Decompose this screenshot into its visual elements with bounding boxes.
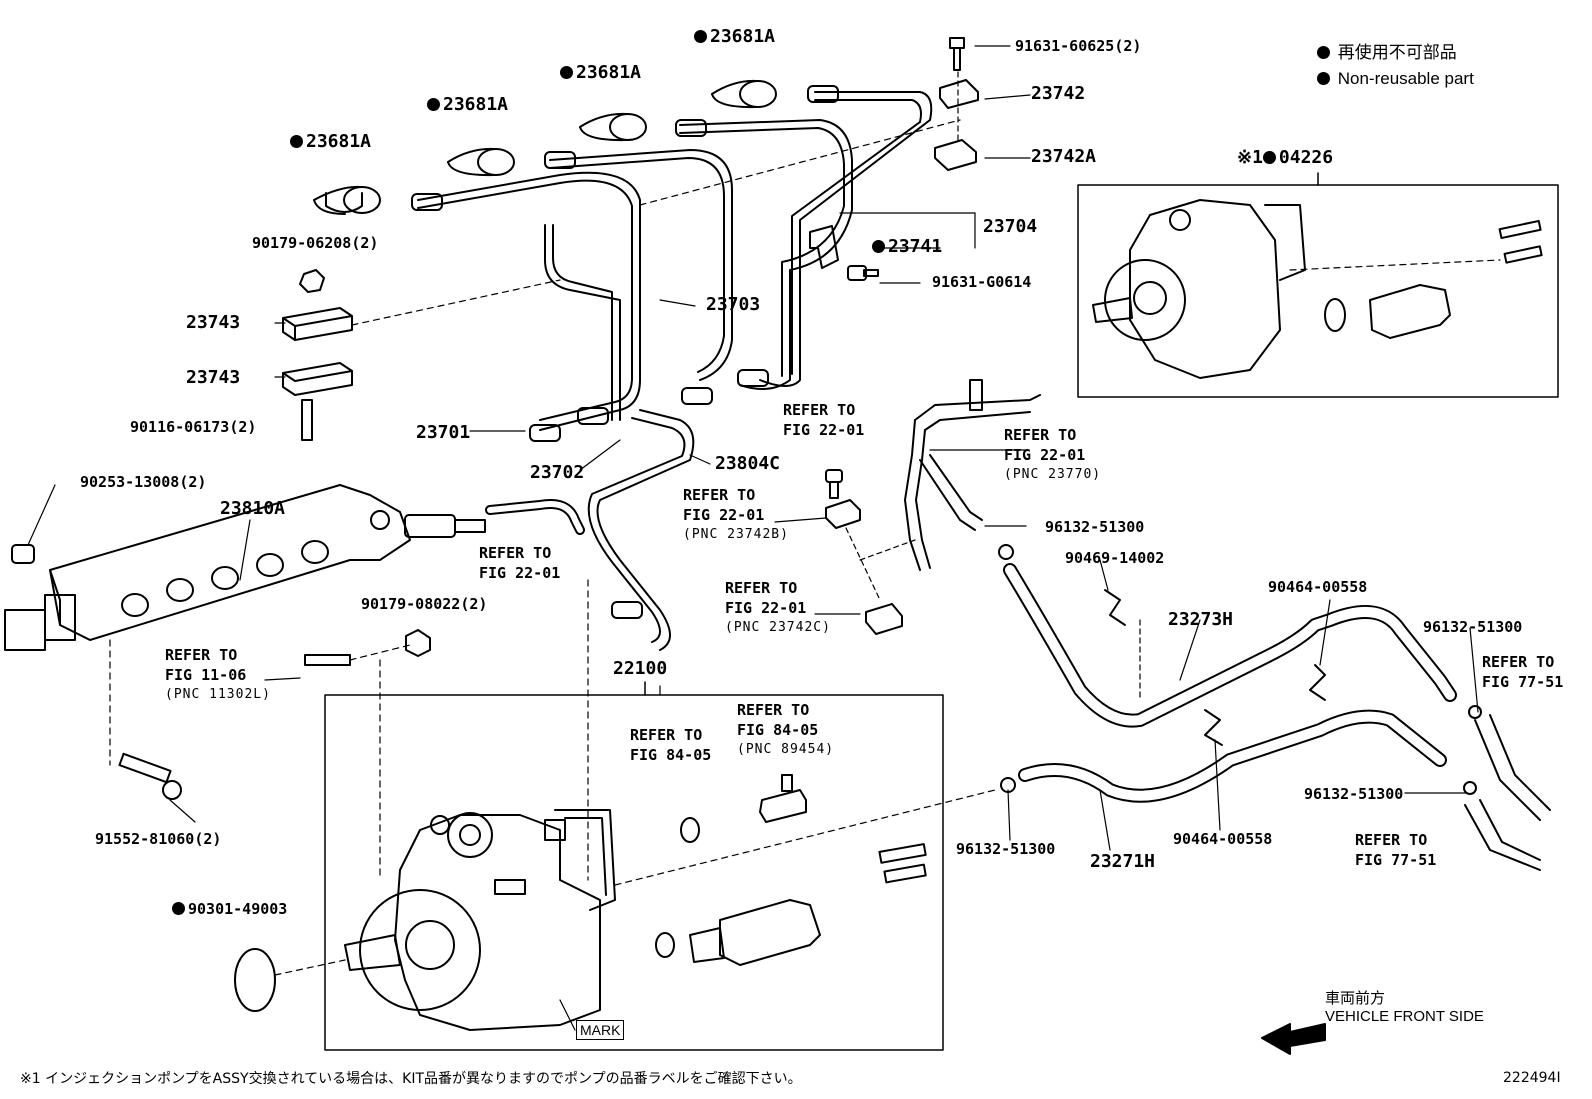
common-rail — [4, 484, 486, 651]
clamp-23742C — [865, 603, 903, 635]
part-23681A-4[interactable]: 23681A — [694, 28, 775, 46]
bracket-23741 — [809, 225, 839, 269]
suction-control-valve — [689, 843, 927, 966]
pressure-sensor — [759, 774, 807, 823]
part-23742[interactable]: 23742 — [1031, 83, 1086, 104]
part-96132-51300-d[interactable]: 96132-51300 — [956, 840, 1056, 858]
clip-90464-00558-b — [1204, 709, 1223, 746]
legend-jp: 再使用不可部品 — [1317, 44, 1457, 61]
clamp-23742 — [939, 79, 979, 109]
part-23701[interactable]: 23701 — [416, 422, 471, 443]
clamp-23742B — [825, 499, 861, 529]
vapor-pipe — [904, 379, 1041, 571]
part-90179-06208[interactable]: 90179-06208(2) — [252, 234, 379, 252]
part-91631-60625[interactable]: 91631-60625(2) — [1015, 37, 1142, 55]
part-23273H[interactable]: 23273H — [1168, 609, 1234, 630]
nut-90179-08022 — [405, 629, 431, 657]
part-90464-00558-b[interactable]: 90464-00558 — [1173, 830, 1273, 848]
part-22100[interactable]: 22100 — [613, 658, 668, 679]
legend-en-text: Non-reusable part — [1337, 69, 1474, 88]
vehicle-front-jp: 車両前方 — [1325, 990, 1386, 1007]
part-23704[interactable]: 23704 — [983, 216, 1038, 237]
part-23804C[interactable]: 23804C — [715, 453, 781, 474]
nozzle-sleeve-2 — [447, 147, 515, 177]
legend-jp-text: 再使用不可部品 — [1337, 43, 1457, 62]
bolt-22-01 — [825, 469, 843, 499]
part-96132-51300-b[interactable]: 96132-51300 — [1423, 618, 1523, 636]
part-96132-51300-c[interactable]: 96132-51300 — [1304, 785, 1404, 803]
bolt-91631-G0614 — [847, 265, 879, 281]
figure-id: 222494I — [1503, 1070, 1561, 1086]
kit-valve — [1369, 219, 1543, 339]
part-23681A-1[interactable]: 23681A — [290, 133, 371, 151]
vehicle-front-en: VEHICLE FRONT SIDE — [1325, 1008, 1484, 1025]
return-pipes-right — [1464, 714, 1551, 871]
nut-90179-06208 — [299, 269, 325, 293]
pipe-clamp-23743-upper — [282, 307, 353, 341]
kit-prefix: ※1 — [1237, 147, 1263, 168]
part-23681A-3[interactable]: 23681A — [560, 64, 641, 82]
nozzle-sleeve-1 — [313, 185, 381, 215]
bolt-91631-60625 — [949, 37, 965, 71]
nozzle-sleeve-4 — [711, 79, 777, 109]
clip-90469-14002 — [1104, 589, 1126, 626]
fuel-hose-23271H — [1018, 709, 1447, 803]
legend-en: Non-reusable part — [1317, 70, 1474, 87]
part-23742A[interactable]: 23742A — [1031, 146, 1097, 167]
hose-clamp-c — [1463, 781, 1477, 795]
part-23743-lower[interactable]: 23743 — [186, 367, 241, 388]
hose-clamp-b — [1468, 705, 1482, 719]
part-23743-upper[interactable]: 23743 — [186, 312, 241, 333]
part-90116-06173[interactable]: 90116-06173(2) — [130, 418, 257, 436]
clip-90464-00558-a — [1309, 664, 1326, 701]
part-91552-81060[interactable]: 91552-81060(2) — [95, 830, 222, 848]
bolt-91552-81060 — [118, 752, 182, 800]
o-ring-90301-49003 — [234, 948, 276, 1012]
injection-pipes — [417, 91, 933, 651]
mark-label: MARK — [576, 1020, 625, 1040]
part-23703[interactable]: 23703 — [706, 294, 761, 315]
part-23702[interactable]: 23702 — [530, 462, 585, 483]
part-90179-08022[interactable]: 90179-08022(2) — [361, 595, 488, 613]
clamp-23742A — [934, 139, 977, 171]
pipe-fittings — [411, 85, 839, 619]
nozzle-sleeve-3 — [579, 112, 647, 142]
part-23681A-2[interactable]: 23681A — [427, 96, 508, 114]
part-23271H[interactable]: 23271H — [1090, 851, 1156, 872]
footnote: ※1 インジェクションポンプをASSY交換されている場合は、KIT品番が異なりま… — [20, 1071, 802, 1087]
stud-90116-06173 — [301, 399, 313, 441]
kit-pump — [1092, 199, 1306, 379]
part-23810A[interactable]: 23810A — [220, 498, 286, 519]
part-90469-14002[interactable]: 90469-14002 — [1065, 549, 1165, 567]
pipe-clamp-23743-lower — [282, 362, 353, 396]
part-90464-00558-a[interactable]: 90464-00558 — [1268, 578, 1368, 596]
stud-11302L — [304, 654, 351, 666]
part-91631-G0614[interactable]: 91631-G0614 — [932, 273, 1032, 291]
supply-pump — [344, 809, 616, 1031]
kit-o-ring — [1324, 298, 1346, 332]
part-96132-51300-a[interactable]: 96132-51300 — [1045, 518, 1145, 536]
part-90301-49003[interactable]: 90301-49003 — [172, 902, 287, 917]
plug-90253-13008 — [11, 544, 35, 564]
hose-clamp-a — [998, 544, 1014, 560]
fuel-hose-23273H — [1003, 563, 1457, 728]
part-90253-13008[interactable]: 90253-13008(2) — [80, 473, 207, 491]
front-arrow — [1261, 1023, 1326, 1055]
part-23741[interactable]: 23741 — [872, 238, 942, 256]
